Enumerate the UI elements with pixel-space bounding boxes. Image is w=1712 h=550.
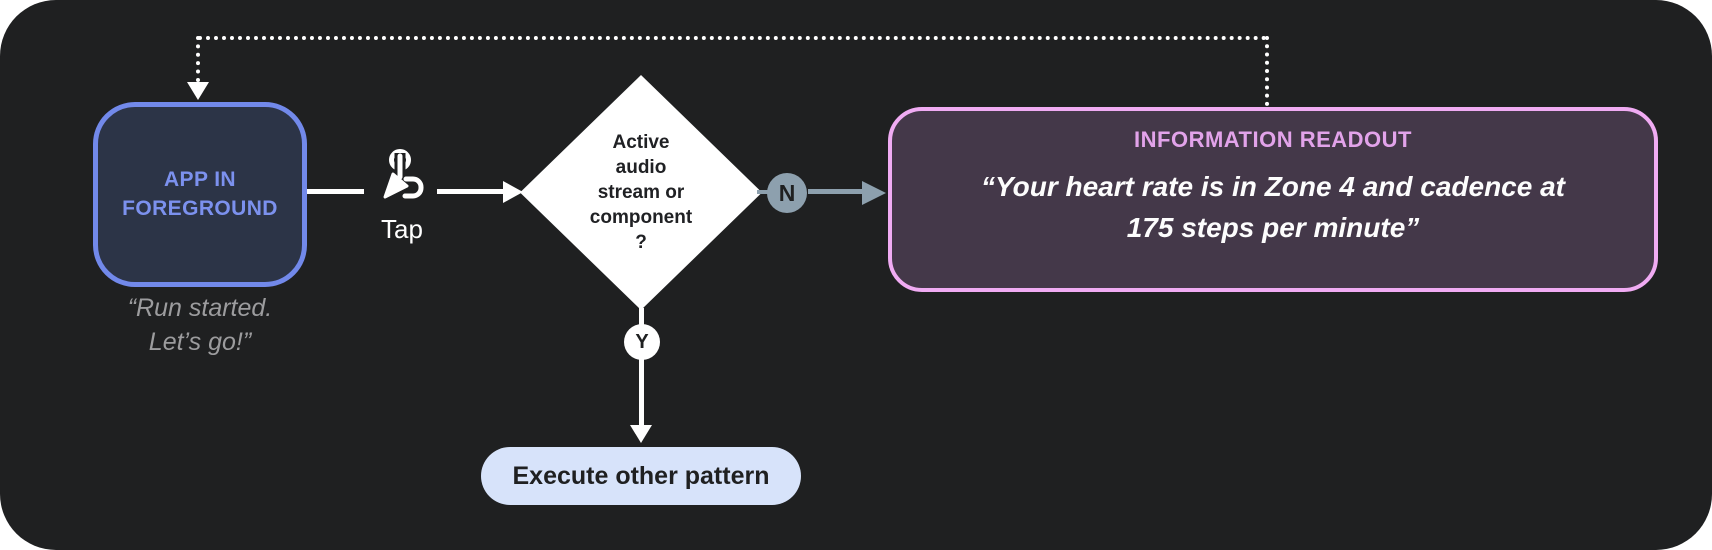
node-execute-other-pattern: Execute other pattern bbox=[481, 447, 801, 505]
app-voice-quote: “Run started. Let’s go!” bbox=[127, 294, 273, 356]
node-decision-active-audio: Active audio stream or component ? bbox=[520, 75, 762, 310]
feedback-dotted-line-left bbox=[196, 36, 200, 82]
connector-n-to-readout bbox=[808, 189, 864, 194]
execute-label: Execute other pattern bbox=[512, 461, 770, 490]
connector-y-to-execute bbox=[639, 358, 644, 425]
readout-title: INFORMATION READOUT bbox=[1134, 127, 1412, 152]
tap-gesture-icon bbox=[383, 149, 424, 199]
connector-tap-to-decision bbox=[437, 189, 505, 194]
node-app-in-foreground: APP IN FOREGROUND bbox=[93, 102, 307, 287]
decision-label: Active audio stream or component ? bbox=[589, 131, 693, 254]
feedback-arrowhead-icon bbox=[187, 82, 209, 100]
branch-yes-badge: Y bbox=[624, 324, 660, 360]
readout-arrowhead-icon bbox=[862, 181, 886, 205]
decision-arrowhead-icon bbox=[503, 181, 523, 203]
node-information-readout: INFORMATION READOUT “Your heart rate is … bbox=[888, 107, 1658, 292]
tap-label: Tap bbox=[381, 214, 423, 244]
branch-no-badge: N bbox=[767, 173, 807, 213]
readout-voice-quote: “Your heart rate is in Zone 4 and cadenc… bbox=[980, 171, 1566, 243]
connector-decision-to-n bbox=[757, 190, 771, 194]
feedback-dotted-line-right bbox=[1265, 36, 1269, 106]
branch-yes-label: Y bbox=[635, 330, 649, 353]
connector-app-to-tap bbox=[307, 189, 364, 194]
feedback-dotted-line-top bbox=[198, 36, 1267, 40]
execute-arrowhead-icon bbox=[630, 425, 652, 443]
branch-no-label: N bbox=[778, 179, 796, 206]
connector-decision-to-y bbox=[639, 308, 644, 326]
app-node-label: APP IN FOREGROUND bbox=[122, 168, 278, 220]
